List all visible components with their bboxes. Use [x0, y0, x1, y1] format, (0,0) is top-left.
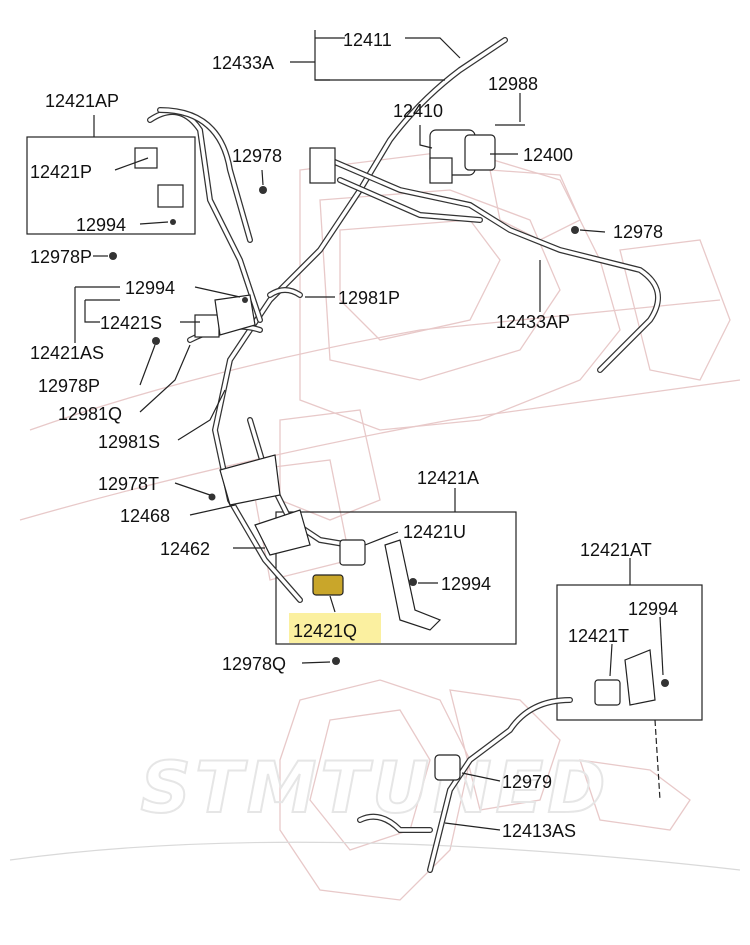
label-12978-top: 12978: [232, 146, 282, 166]
label-12978P: 12978P: [30, 247, 92, 267]
label-12421P: 12421P: [30, 162, 92, 182]
label-12433AP: 12433AP: [496, 312, 570, 332]
label-12994-AT: 12994: [628, 599, 678, 619]
leader-lines: [74, 30, 664, 831]
label-12981Q: 12981Q: [58, 404, 122, 424]
label-12994-top: 12994: [76, 215, 126, 235]
label-12400: 12400: [523, 145, 573, 165]
part-labels: 12411 12433A 12988 12421AP 12410 12400 1…: [30, 30, 678, 841]
highlight-12421Q: [289, 613, 381, 643]
group-box-12421AP: [26, 136, 196, 235]
label-12978T: 12978T: [98, 474, 159, 494]
label-12410: 12410: [393, 101, 443, 121]
label-12979: 12979: [502, 772, 552, 792]
label-12411: 12411: [343, 30, 392, 50]
label-12988: 12988: [488, 74, 538, 94]
label-12981P: 12981P: [338, 288, 400, 308]
label-12421T: 12421T: [568, 626, 629, 646]
label-12421Q: 12421Q: [293, 621, 357, 641]
label-12421U: 12421U: [403, 522, 466, 542]
parts: [109, 124, 669, 781]
label-12978P-lower: 12978P: [38, 376, 100, 396]
label-12421S: 12421S: [100, 313, 162, 333]
label-12433A: 12433A: [212, 53, 274, 73]
label-12994-mid: 12994: [125, 278, 175, 298]
label-12462: 12462: [160, 539, 210, 559]
hose-harness: [147, 37, 661, 873]
highlighted-part-12421Q: [312, 574, 344, 596]
label-12468: 12468: [120, 506, 170, 526]
label-12421A: 12421A: [417, 468, 479, 488]
group-box-12421A: [275, 511, 517, 645]
label-12421AP: 12421AP: [45, 91, 119, 111]
label-12978-right: 12978: [613, 222, 663, 242]
label-12978Q: 12978Q: [222, 654, 286, 674]
label-12981S: 12981S: [98, 432, 160, 452]
label-12413AS: 12413AS: [502, 821, 576, 841]
label-12421AT: 12421AT: [580, 540, 652, 560]
engine-ghost-drawing: [9, 149, 741, 901]
label-12421AS: 12421AS: [30, 343, 104, 363]
label-12994-right: 12994: [441, 574, 491, 594]
